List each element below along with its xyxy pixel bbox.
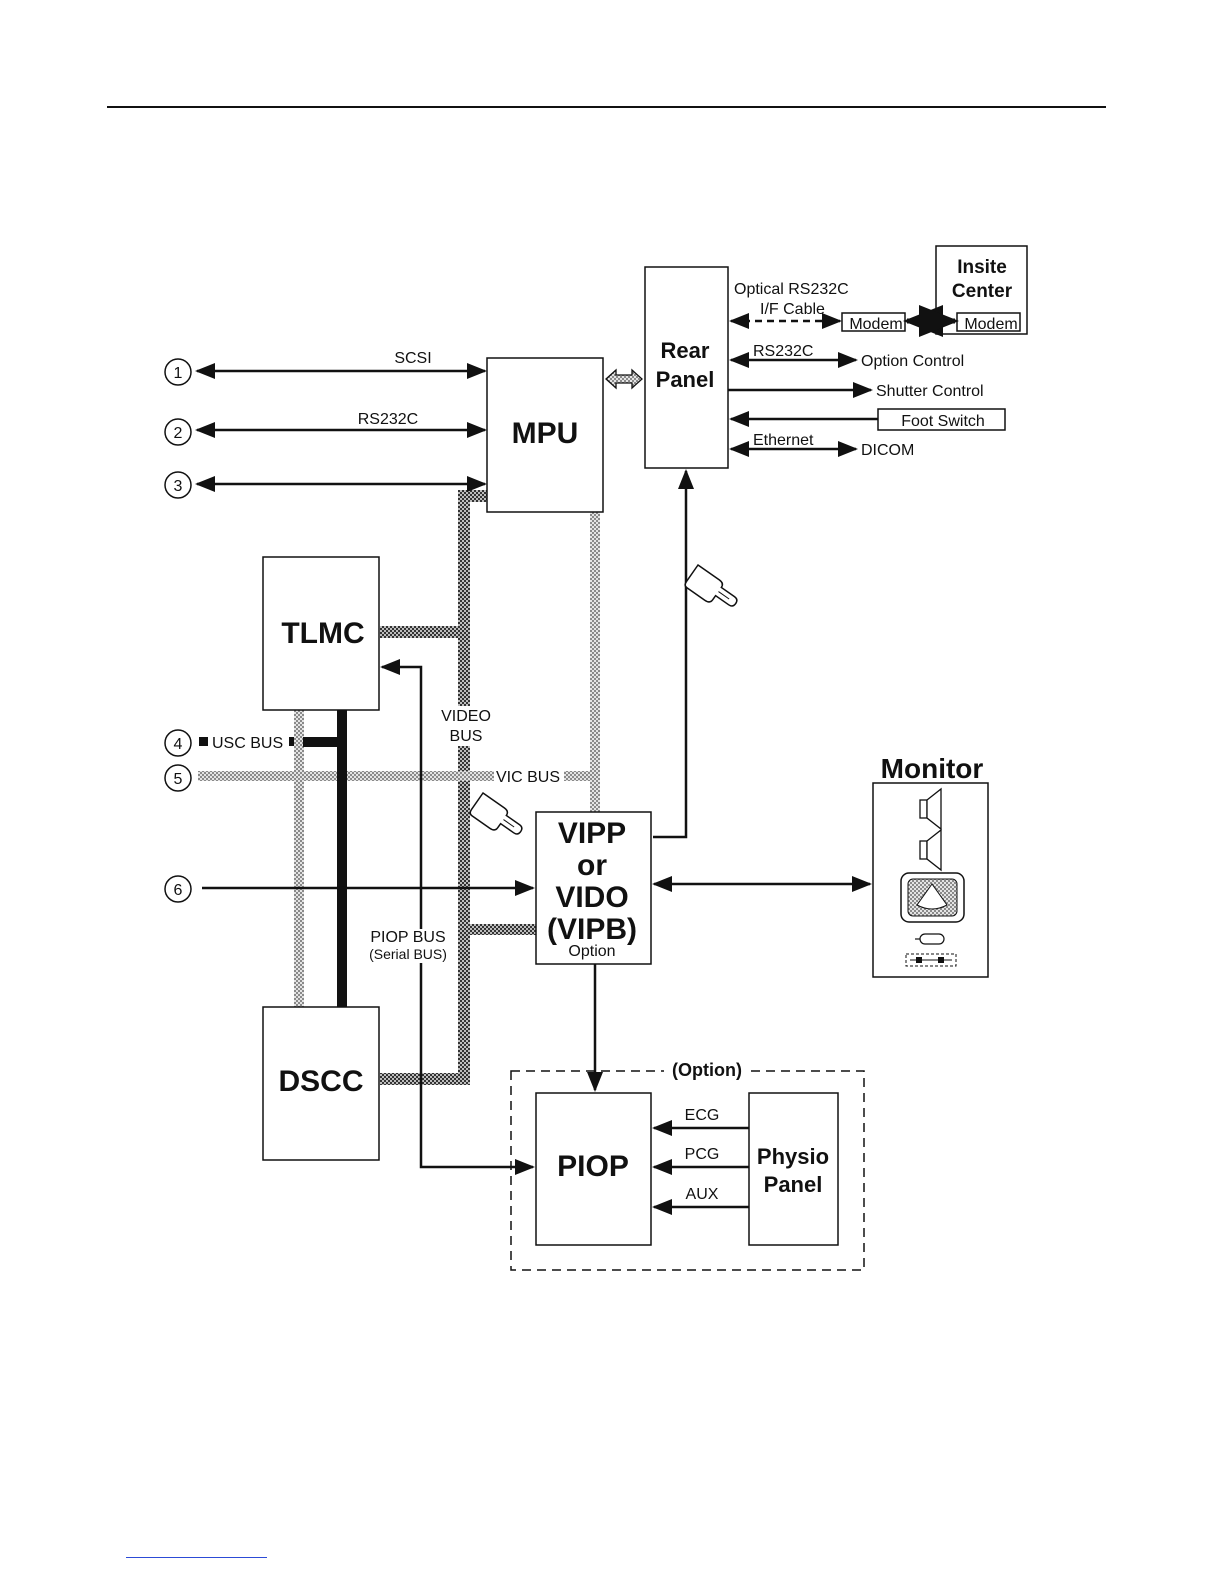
dscc-block: DSCC bbox=[263, 1007, 379, 1160]
pointing-hand-icon bbox=[469, 793, 527, 844]
connector-2-label: 2 bbox=[174, 425, 183, 442]
tlmc-label: TLMC bbox=[281, 617, 364, 650]
connector-3-label: 3 bbox=[174, 478, 183, 495]
connector-4: 4 bbox=[165, 730, 191, 756]
vipp-label-1: VIPP bbox=[558, 817, 626, 850]
rear-panel-label-2: Panel bbox=[656, 367, 715, 392]
connector-3: 3 bbox=[165, 472, 191, 498]
video-bus bbox=[380, 490, 536, 1085]
usc-bus-label: USC BUS bbox=[212, 735, 283, 752]
mpu-rearpanel-link bbox=[606, 370, 642, 388]
vipp-option-label: Option bbox=[568, 943, 615, 960]
piop-block: PIOP bbox=[536, 1093, 651, 1245]
dscc-label: DSCC bbox=[278, 1065, 363, 1098]
connector-5-label: 5 bbox=[174, 771, 183, 788]
modem-right-label: Modem bbox=[964, 316, 1017, 333]
rs232c-rear-label: RS232C bbox=[753, 343, 813, 360]
connector-2: 2 bbox=[165, 419, 191, 445]
ethernet-label: Ethernet bbox=[753, 432, 814, 449]
scsi-label: SCSI bbox=[394, 350, 431, 367]
rs232c-mpu-label: RS232C bbox=[358, 411, 418, 428]
modem-right-box: Modem bbox=[957, 313, 1020, 333]
ecg-label: ECG bbox=[685, 1107, 720, 1124]
mpu-label: MPU bbox=[512, 417, 579, 450]
vipp-label-3: VIDO bbox=[555, 881, 628, 914]
mpu-block: MPU bbox=[487, 358, 603, 512]
ultrasound-screen-icon bbox=[901, 873, 964, 922]
piop-bus-label: PIOP BUS bbox=[370, 929, 445, 946]
connector-4-label: 4 bbox=[174, 736, 183, 753]
aux-label: AUX bbox=[686, 1186, 719, 1203]
connector-6: 6 bbox=[165, 876, 191, 902]
foot-switch-box: Foot Switch bbox=[878, 409, 1005, 430]
connector-1-label: 1 bbox=[174, 365, 183, 382]
vipp-rearpanel-arrow bbox=[653, 471, 686, 837]
pointing-hand-icon bbox=[684, 565, 742, 616]
foot-switch-label: Foot Switch bbox=[901, 413, 985, 430]
rear-panel-label-1: Rear bbox=[661, 338, 710, 363]
connector-5: 5 bbox=[165, 765, 191, 791]
dicom-label: DICOM bbox=[861, 442, 914, 459]
monitor-block: Monitor bbox=[873, 753, 988, 977]
physio-label-2: Panel bbox=[764, 1172, 823, 1197]
physio-label-1: Physio bbox=[757, 1144, 829, 1169]
option-control-label: Option Control bbox=[861, 353, 964, 370]
footer-link-rule bbox=[126, 1557, 267, 1558]
optical-rs232c-label: Optical RS232C bbox=[734, 281, 849, 298]
if-cable-label: I/F Cable bbox=[760, 301, 825, 318]
rear-panel-block: Rear Panel bbox=[645, 267, 728, 468]
serial-bus-label: (Serial BUS) bbox=[369, 946, 447, 962]
monitor-label: Monitor bbox=[881, 753, 984, 784]
insite-label-2: Center bbox=[952, 281, 1013, 302]
connector-1: 1 bbox=[165, 359, 191, 385]
usc-bus bbox=[199, 710, 347, 1008]
vic-bus-label: VIC BUS bbox=[496, 769, 560, 786]
video-bus-label-1: VIDEO bbox=[441, 708, 491, 725]
tlmc-block: TLMC bbox=[263, 557, 379, 710]
option-group-label: (Option) bbox=[672, 1060, 742, 1080]
connector-6-label: 6 bbox=[174, 882, 183, 899]
modem-left-label: Modem bbox=[849, 316, 902, 333]
insite-label-1: Insite bbox=[957, 257, 1007, 278]
vipp-label-2: or bbox=[577, 849, 607, 882]
vipp-block: VIPP or VIDO (VIPB) Option bbox=[536, 812, 651, 964]
modem-left-box: Modem bbox=[842, 313, 905, 333]
pcg-label: PCG bbox=[685, 1146, 720, 1163]
piop-label: PIOP bbox=[557, 1150, 629, 1183]
vipp-label-4: (VIPB) bbox=[547, 913, 637, 946]
physio-panel-block: Physio Panel bbox=[749, 1093, 838, 1245]
video-bus-label-2: BUS bbox=[450, 728, 483, 745]
shutter-control-label: Shutter Control bbox=[876, 383, 984, 400]
